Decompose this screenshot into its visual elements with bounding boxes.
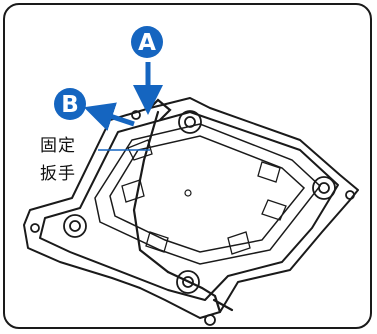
plate-clips: [121, 139, 287, 255]
lever-label-line1: 固定: [40, 136, 76, 156]
lever-label-line2: 扳手: [40, 164, 76, 184]
callout-b-letter: B: [61, 92, 79, 118]
callout-a: A: [131, 26, 163, 58]
callout-a-letter: A: [138, 30, 156, 56]
socket-frame: [23, 97, 359, 319]
arrow-b-left: [83, 102, 135, 131]
center-marker: [184, 189, 192, 197]
mounting-holes: [30, 110, 355, 326]
socket-plate: [94, 123, 322, 265]
callout-b: B: [54, 88, 86, 120]
